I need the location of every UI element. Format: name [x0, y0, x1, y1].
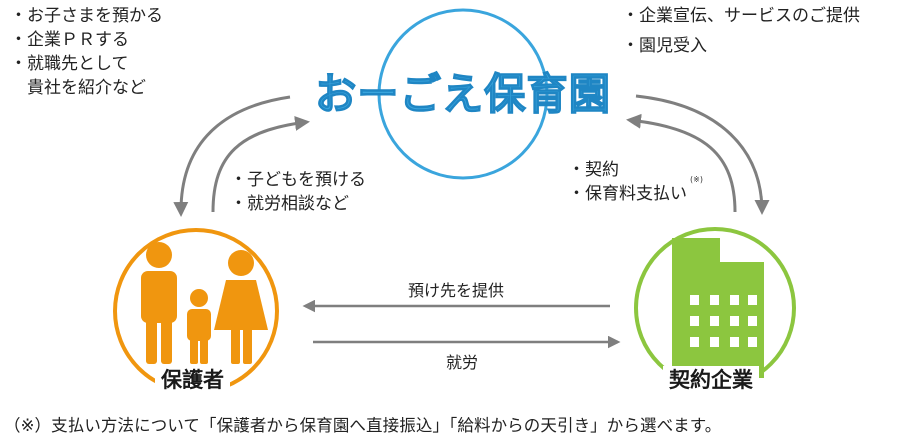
offer-line: 貴社を紹介など — [10, 78, 146, 98]
company-to-guardian-label: 預け先を提供 — [408, 281, 505, 300]
guardian-to-nursery-label: ・子どもを預ける ・就労相談など — [230, 168, 366, 216]
nursery-circle — [377, 8, 549, 180]
guardian-label: 保護者 — [155, 366, 230, 394]
nursery-offers-right: ・企業宣伝、サービスのご提供 ・園児受入 — [622, 4, 860, 58]
company-label: 契約企業 — [663, 366, 759, 394]
arrow-nursery-to-guardian — [173, 95, 291, 217]
nursery-logo-text: おーごえ保育園 — [315, 70, 611, 120]
building-icon — [672, 238, 764, 378]
flow-line: ・子どもを預ける — [230, 170, 366, 190]
offer-line: ・就職先として — [10, 54, 129, 74]
guardian-to-company-label: 就労 — [446, 353, 479, 372]
company-to-nursery-label: ・契約 ・保育料支払い — [568, 158, 687, 206]
arrow-guardian-to-nursery — [211, 115, 310, 213]
arrow-nursery-to-company — [635, 94, 770, 215]
offer-line: ・園児受入 — [622, 36, 707, 56]
flow-line: ・保育料支払い — [568, 184, 687, 204]
arrow-company-to-nursery — [626, 113, 737, 213]
offer-line: ・企業宣伝、サービスのご提供 — [622, 6, 860, 26]
offer-line: ・お子さまを預かる — [10, 6, 163, 26]
flow-line: ・就労相談など — [230, 194, 349, 214]
offer-line: ・企業ＰＲする — [10, 30, 129, 50]
footnote: （※）支払い方法について「保護者から保育園へ直接振込」「給料からの天引き」から選… — [4, 416, 722, 435]
nursery-logo: おーごえ保育園 — [314, 69, 611, 120]
note-mark: (※) — [690, 175, 703, 184]
nursery-offers-left: ・お子さまを預かる ・企業ＰＲする ・就職先として 貴社を紹介など — [10, 4, 163, 100]
flow-line: ・契約 — [568, 160, 619, 180]
family-icon — [141, 242, 268, 364]
